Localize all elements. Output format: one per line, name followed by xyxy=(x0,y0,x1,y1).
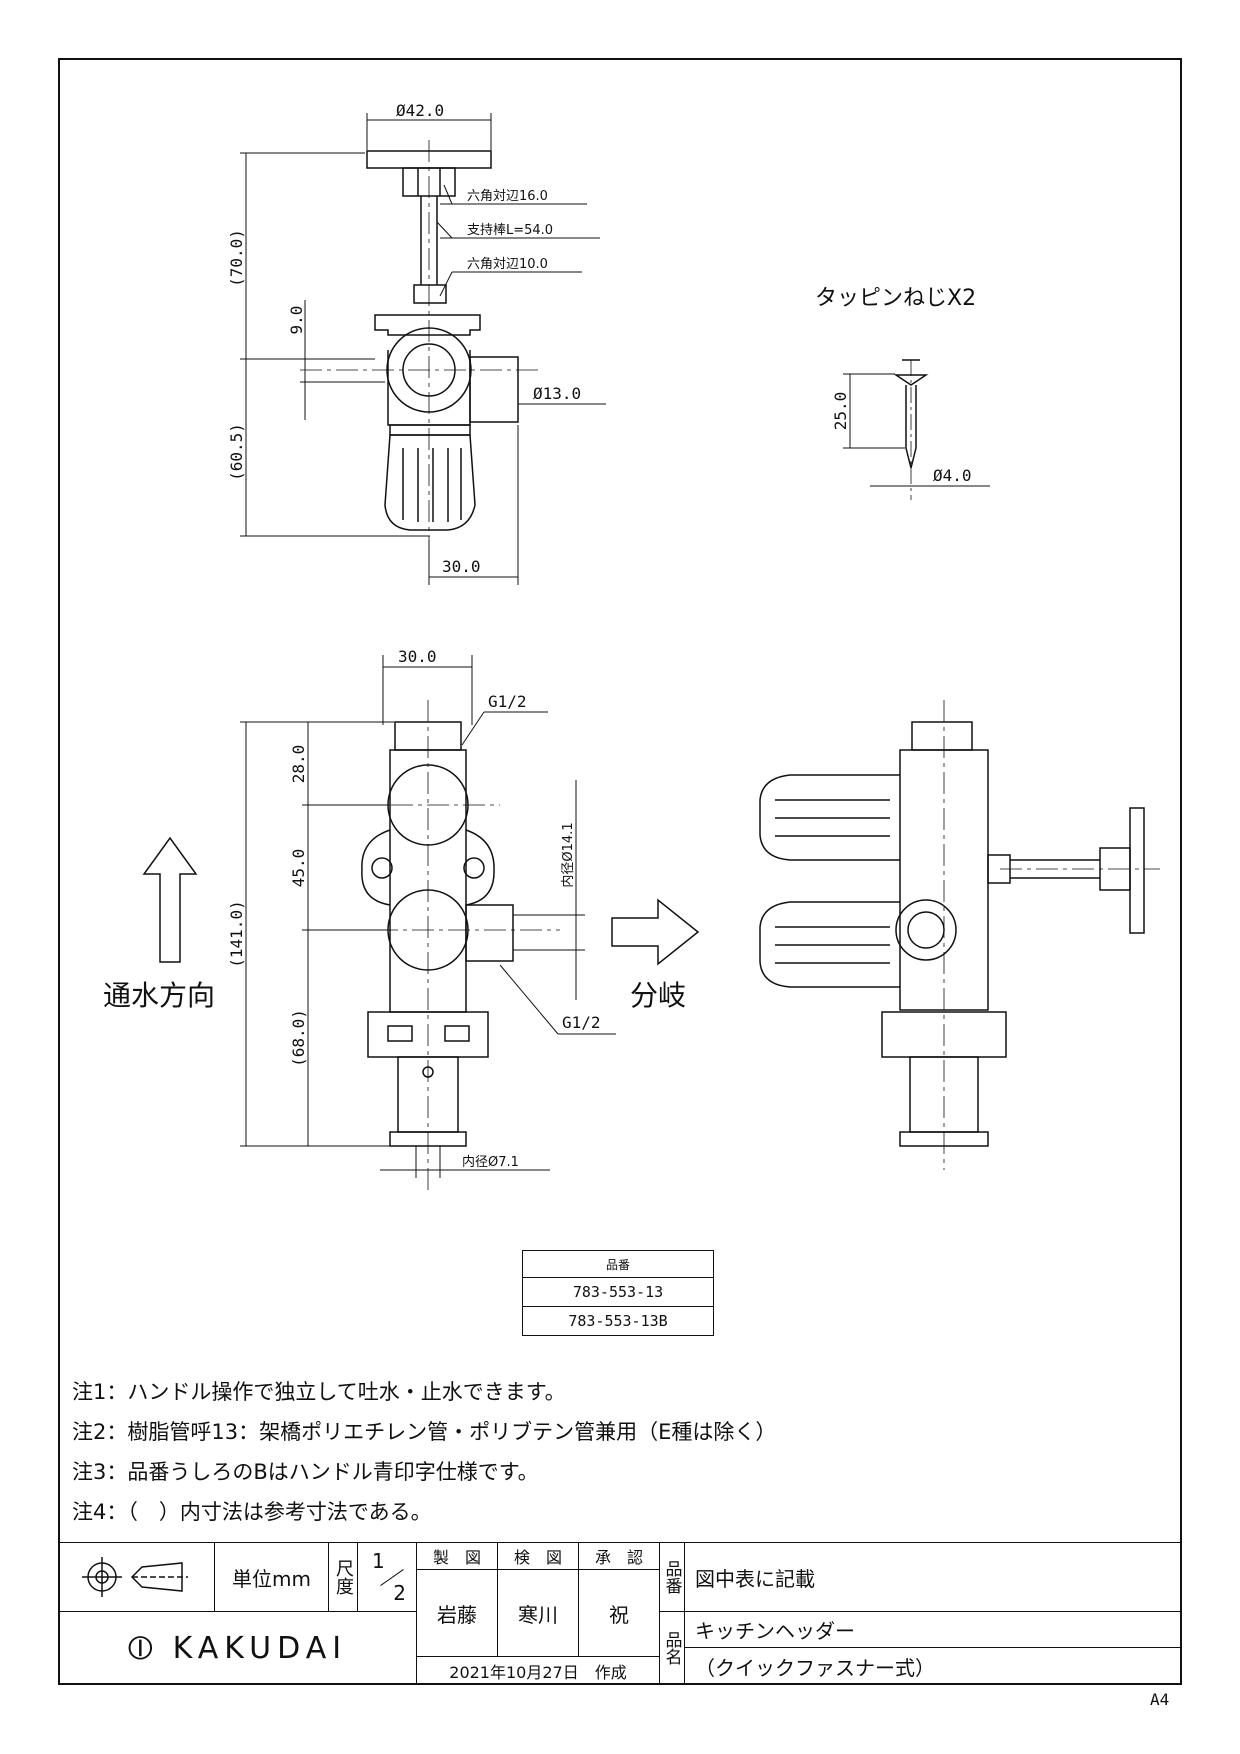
screw-title: タッピンねじX2 xyxy=(815,286,976,311)
paper-size: A4 xyxy=(1150,1690,1170,1709)
inner-14-label: 内径Ø14.1 xyxy=(560,822,576,887)
projection-symbol xyxy=(58,1542,215,1612)
note-4: 注4：（ ）内寸法は参考寸法である。 xyxy=(72,1500,432,1524)
name-label: 品名 xyxy=(659,1611,685,1685)
branch-label: 分岐 xyxy=(630,979,686,1012)
dim-30-top: 30.0 xyxy=(442,557,481,576)
dim-45: 45.0 xyxy=(289,849,308,888)
name-line2: （クイックファスナー式） xyxy=(684,1647,1182,1685)
dim-141: (141.0) xyxy=(227,900,246,967)
made-label: 製 図 xyxy=(416,1542,498,1570)
screw-dia: Ø4.0 xyxy=(933,466,972,485)
note-3: 注3：品番うしろのBはハンドル青印字仕様です。 xyxy=(72,1460,539,1484)
made-by: 岩藤 xyxy=(416,1569,498,1657)
note-1: 注1：ハンドル操作で独立して吐水・止水できます。 xyxy=(72,1380,566,1404)
part-row: 783-553-13 xyxy=(522,1277,714,1307)
title-block: 単位mm 尺度 1 2 製 図 検 図 承 認 岩藤 寒川 祝 2021年10月… xyxy=(58,1542,1182,1685)
date-cell: 2021年10月27日 作成 xyxy=(416,1656,660,1685)
unit-cell: 単位mm xyxy=(214,1542,329,1612)
brand-cell: ⦶ KAKUDAI xyxy=(58,1611,417,1685)
hex10-label: 六角対辺10.0 xyxy=(467,257,548,272)
inner-7-label: 内径Ø7.1 xyxy=(462,1154,519,1170)
screw-length: 25.0 xyxy=(831,392,850,431)
hex16-label: 六角対辺16.0 xyxy=(467,189,548,204)
part-number-table: 品番 783-553-13 783-553-13B xyxy=(522,1250,714,1336)
checked-by: 寒川 xyxy=(497,1569,579,1657)
dim-68: (68.0) xyxy=(289,1009,308,1067)
flow-direction-label: 通水方向 xyxy=(103,979,215,1012)
top-view: Ø42.0 (70.0) 9.0 (60.5) xyxy=(227,101,606,585)
dim-70: (70.0) xyxy=(227,229,246,287)
brand-text: KAKUDAI xyxy=(172,1630,348,1666)
part-table-header: 品番 xyxy=(522,1250,714,1278)
approved-by: 祝 xyxy=(578,1569,660,1657)
dim-60-5: (60.5) xyxy=(227,423,246,481)
screw-detail: タッピンねじX2 25.0 Ø4.0 xyxy=(815,286,990,500)
side-view xyxy=(759,700,1160,1170)
rod-label: 支持棒L=54.0 xyxy=(467,223,553,238)
g-bottom-label: G1/2 xyxy=(562,1013,601,1032)
dim-28: 28.0 xyxy=(289,745,308,784)
dim-13: Ø13.0 xyxy=(533,384,581,403)
scale-den: 2 xyxy=(393,1581,406,1605)
g-top-label: G1/2 xyxy=(488,692,527,711)
part-row: 783-553-13B xyxy=(522,1306,714,1336)
dim-flange-dia: Ø42.0 xyxy=(396,101,444,120)
checked-label: 検 図 xyxy=(497,1542,579,1570)
dim-9: 9.0 xyxy=(287,306,306,335)
front-view: 30.0 (141.0) 28.0 45.0 xyxy=(103,647,700,1190)
part-no-label: 品番 xyxy=(659,1542,685,1612)
note-2: 注2：樹脂管呼13：架橋ポリエチレン管・ポリブテン管兼用（E種は除く） xyxy=(72,1420,777,1444)
kakudai-logo-icon: ⦶ xyxy=(127,1628,159,1668)
third-angle-icon xyxy=(81,1557,188,1597)
name-line1: キッチンヘッダー xyxy=(684,1611,1182,1648)
part-no-value: 図中表に記載 xyxy=(684,1542,1182,1612)
dim-30-front: 30.0 xyxy=(398,647,437,666)
scale-cell: 1 2 xyxy=(357,1542,417,1612)
approved-label: 承 認 xyxy=(578,1542,660,1570)
scale-num: 1 xyxy=(372,1549,385,1573)
scale-label: 尺度 xyxy=(328,1542,358,1612)
